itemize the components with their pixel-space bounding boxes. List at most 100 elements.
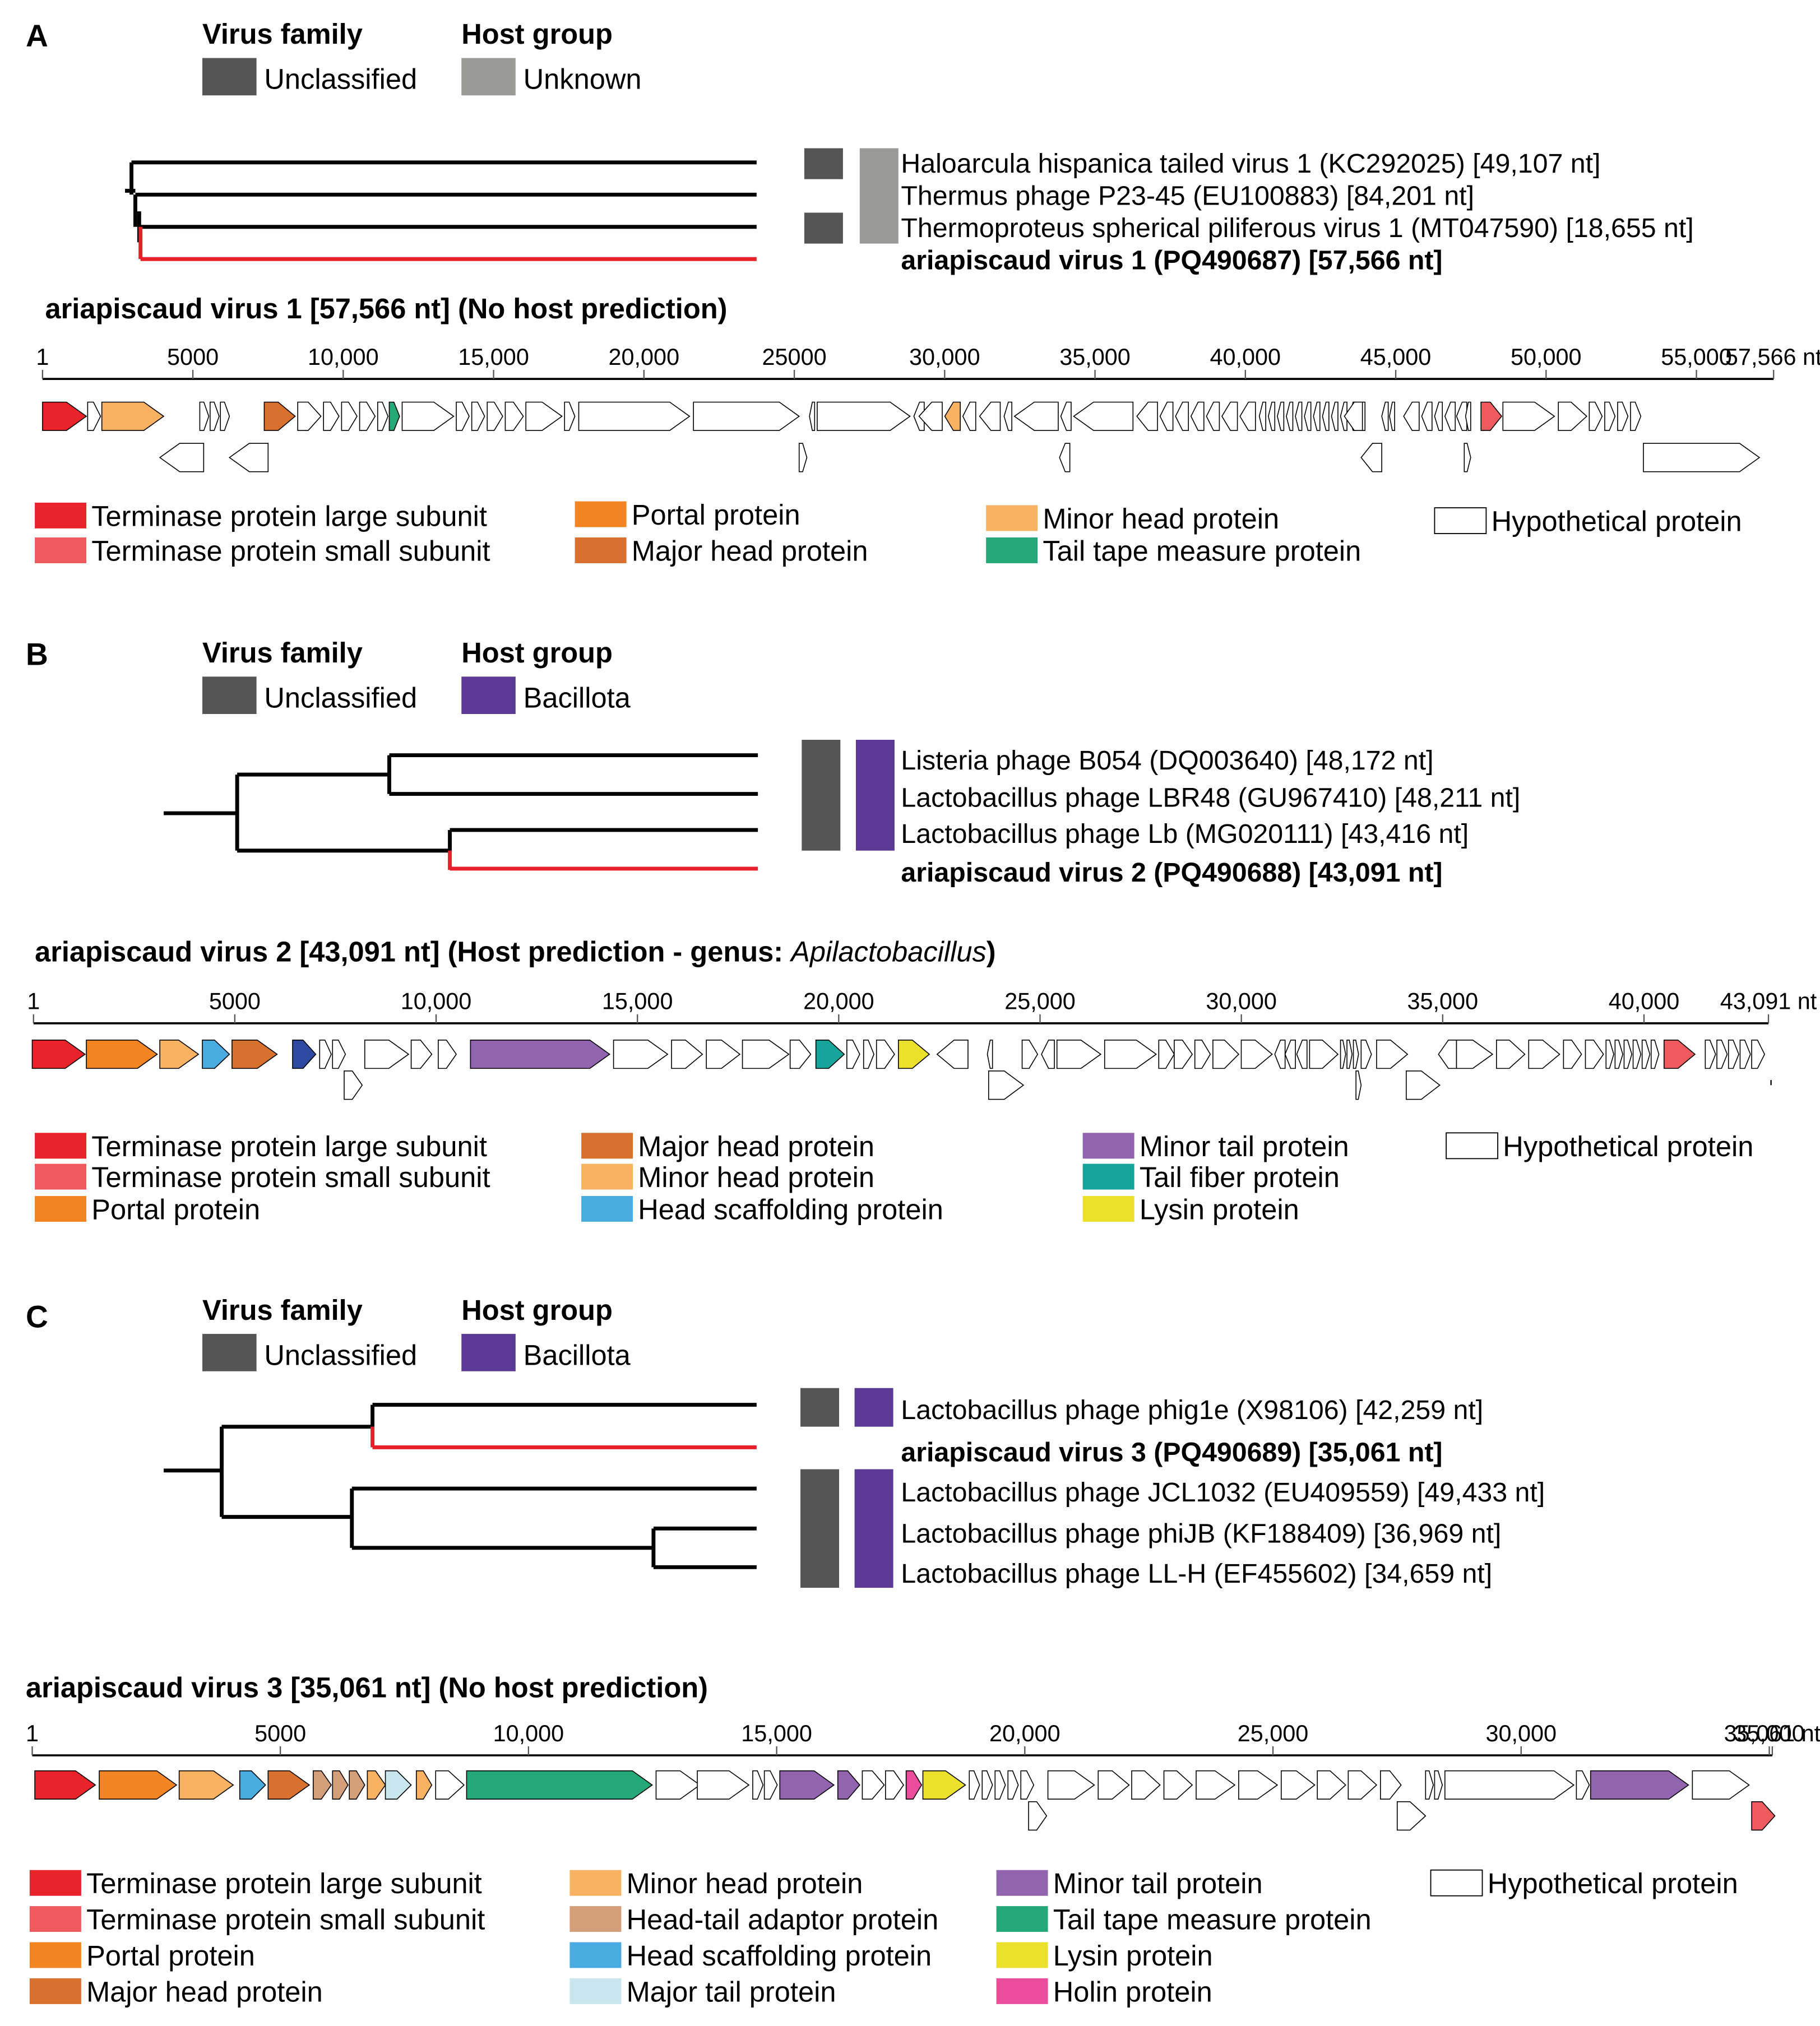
- gene-arrow: [1650, 1039, 1660, 1069]
- axis-tick-label: 35,000: [1734, 1721, 1805, 1746]
- family-bar: [804, 212, 843, 244]
- legend-swatch: [996, 1870, 1048, 1896]
- legend-swatch: [35, 537, 87, 563]
- gene-arrow: [1360, 443, 1382, 472]
- gene-arrow: [613, 1039, 669, 1069]
- legend-label: Tail tape measure protein: [1053, 1903, 1372, 1935]
- phylogenetic-tree: [164, 753, 758, 871]
- gene-arrow: [994, 1770, 1006, 1800]
- genome-map: [42, 401, 1761, 472]
- axis-tick-label: 5000: [167, 344, 219, 370]
- gene-arrow: [1502, 401, 1555, 431]
- host-group-swatch: [461, 58, 516, 96]
- legend-label: Lysin protein: [1053, 1940, 1213, 1972]
- gene-arrow: [962, 401, 976, 431]
- gene-arrow: [415, 1770, 433, 1800]
- genome-title-part: ): [987, 936, 996, 968]
- gene-arrow: [178, 1770, 234, 1800]
- gene-arrow: [1056, 1039, 1102, 1069]
- axis-tick-label: 40,000: [1210, 344, 1281, 370]
- gene-arrow: [1751, 1801, 1776, 1831]
- gene-arrow: [1376, 1039, 1409, 1069]
- legend-label: Terminase protein small subunit: [91, 535, 490, 567]
- panel-letter: A: [26, 18, 48, 53]
- axis-tick-label: 20,000: [989, 1721, 1060, 1746]
- gene-arrow: [388, 401, 400, 431]
- gene-arrow: [1340, 401, 1347, 431]
- gene-arrow: [1021, 1039, 1039, 1069]
- legend-label: Minor tail protein: [1140, 1130, 1349, 1162]
- axis-tick-label: 43,091 nt: [1720, 989, 1817, 1014]
- axis-tick-label: 1: [36, 344, 49, 370]
- taxa-labels: Listeria phage B054 (DQ003640) [48,172 n…: [901, 745, 1520, 888]
- taxon-label: Lactobacillus phage LBR48 (GU967410) [48…: [901, 783, 1520, 813]
- gene-arrow: [1238, 1770, 1279, 1800]
- axis-tick-label: 35,061 nt: [1724, 1721, 1820, 1746]
- axis-tick-label: 1: [27, 989, 40, 1014]
- legend-label: Terminase protein small subunit: [86, 1903, 485, 1935]
- gene-arrow: [1434, 401, 1443, 431]
- host-group-heading: Host group: [461, 637, 613, 669]
- legend-swatch: [35, 1196, 87, 1222]
- gene-arrow: [918, 401, 943, 431]
- gene-arrow: [1739, 1039, 1751, 1069]
- gene-arrow: [1239, 401, 1256, 431]
- virus-family-value: Unclassified: [264, 682, 417, 714]
- gene-arrow: [1174, 1039, 1193, 1069]
- legend-label: Minor head protein: [627, 1867, 863, 1899]
- gene-arrow: [1456, 1039, 1494, 1069]
- gene-arrow: [876, 1039, 895, 1069]
- gene-arrow: [1663, 1039, 1696, 1069]
- axis-tick-label: 10,000: [493, 1721, 564, 1746]
- gene-arrow: [1590, 1770, 1689, 1800]
- taxon-label: Lactobacillus phage LL-H (EF455602) [34,…: [901, 1559, 1492, 1589]
- gene-arrow: [471, 401, 485, 431]
- gene-arrow: [231, 1039, 278, 1069]
- taxon-label: Haloarcula hispanica tailed virus 1 (KC2…: [901, 149, 1600, 179]
- axis-tick-label: 30,000: [1486, 1721, 1557, 1746]
- legend-label: Terminase protein large subunit: [91, 1130, 487, 1162]
- taxon-label: Lactobacillus phage JCL1032 (EU409559) […: [901, 1477, 1545, 1508]
- panel-letter: C: [26, 1300, 48, 1334]
- phylogenetic-tree: [125, 160, 757, 261]
- gene-arrow: [1434, 1770, 1443, 1800]
- gene-arrow: [1605, 1039, 1614, 1069]
- gene-arrow: [936, 1039, 969, 1069]
- gene-arrow: [344, 1070, 363, 1100]
- gene-legend: Terminase protein large subunitTerminase…: [29, 1867, 1738, 2008]
- gene-arrow: [1425, 1770, 1434, 1800]
- gene-arrow: [897, 1039, 930, 1069]
- legend-swatch: [569, 1870, 622, 1896]
- gene-arrow: [1295, 401, 1303, 431]
- axis-tick-label: 15,000: [602, 989, 673, 1014]
- gene-arrow: [1421, 401, 1433, 431]
- gene-arrow: [1347, 1770, 1378, 1800]
- family-bar: [804, 148, 843, 179]
- legend-label: Minor head protein: [1043, 503, 1279, 535]
- gene-arrow: [697, 1770, 750, 1800]
- gene-arrow: [239, 1770, 266, 1800]
- legend-swatch: [986, 537, 1038, 563]
- legend-label: Holin protein: [1053, 1976, 1212, 2008]
- legend-label: Hypothetical protein: [1503, 1130, 1753, 1162]
- gene-legend: Terminase protein large subunitTerminase…: [35, 1130, 1753, 1225]
- gene-arrow: [1206, 401, 1220, 431]
- gene-arrow: [267, 1770, 311, 1800]
- legend-label: Hypothetical protein: [1488, 1867, 1738, 1899]
- host-bar: [859, 148, 899, 244]
- gene-arrow: [1641, 1039, 1651, 1069]
- gene-arrow: [438, 1039, 457, 1069]
- legend-swatch: [1446, 1132, 1499, 1160]
- gene-arrow: [1465, 401, 1471, 431]
- gene-arrow: [34, 1770, 96, 1800]
- legend-swatch: [1434, 507, 1487, 534]
- taxon-label: Listeria phage B054 (DQ003640) [48,172 n…: [901, 745, 1433, 776]
- gene-arrow: [1073, 401, 1134, 431]
